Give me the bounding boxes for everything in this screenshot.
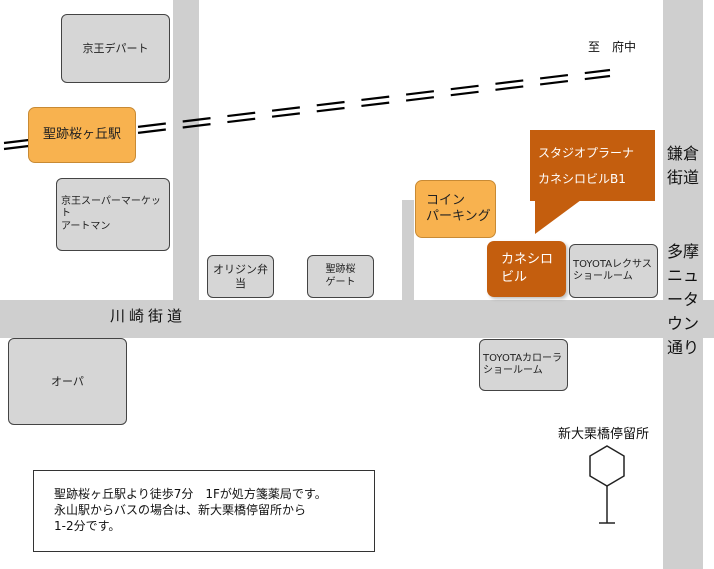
keio-supermarket: 京王スーパーマーケット アートマン bbox=[56, 178, 170, 251]
origin-label: オリジン弁当 bbox=[213, 262, 268, 290]
corolla-label-2: ショールーム bbox=[483, 365, 543, 376]
coin-parking: コイン パーキング bbox=[415, 180, 496, 238]
station-side-road bbox=[173, 0, 199, 300]
coin-parking-label-1: コイン bbox=[426, 192, 466, 208]
keio-dept-label: 京王デパート bbox=[82, 41, 149, 55]
corolla-label-1: TOYOTAカローラ bbox=[483, 352, 563, 364]
kaneshiro-building: カネシロ ビル bbox=[487, 241, 566, 297]
keio-super-label-1: 京王スーパーマーケット bbox=[61, 195, 161, 220]
kawasaki-road bbox=[0, 300, 714, 338]
station-label: 聖跡桜ヶ丘駅 bbox=[42, 126, 121, 142]
lexus-label-1: TOYOTAレクサス bbox=[573, 258, 652, 270]
origin-bento: オリジン弁当 bbox=[207, 255, 274, 298]
keio-dept-store: 京王デパート bbox=[61, 14, 170, 83]
tama-newtown-road-label: 多摩ニュータウン通り bbox=[666, 242, 699, 357]
kamakura-road-label: 鎌倉街道 bbox=[666, 144, 699, 187]
access-note: 聖跡桜ヶ丘駅より徒歩7分 1Fが処方箋薬局です。 永山駅からバスの場合は、新大栗… bbox=[33, 470, 375, 552]
opa-building: オーパ bbox=[8, 338, 127, 425]
callout-pointer bbox=[535, 200, 581, 234]
kaneshiro-label-2: ビル bbox=[501, 269, 528, 285]
kamakura-road bbox=[663, 0, 703, 569]
lexus-label-2: ショールーム bbox=[573, 271, 633, 282]
seiseki-station: 聖跡桜ヶ丘駅 bbox=[28, 107, 136, 163]
seiseki-gate: 聖跡桜 ゲート bbox=[307, 255, 374, 298]
toyota-lexus-showroom: TOYOTAレクサス ショールーム bbox=[569, 244, 658, 298]
callout-line-1: スタジオプラーナ bbox=[538, 146, 635, 160]
keio-super-label-2: アートマン bbox=[61, 220, 111, 232]
kaneshiro-label-1: カネシロ bbox=[501, 252, 554, 267]
callout-line-2: カネシロビルB1 bbox=[538, 172, 626, 187]
opa-label: オーパ bbox=[51, 374, 84, 388]
seiseki-gate-label-2: ゲート bbox=[325, 276, 356, 288]
toyota-corolla-showroom: TOYOTAカローラ ショールーム bbox=[479, 339, 568, 391]
studio-prana-callout: スタジオプラーナ カネシロビルB1 bbox=[530, 130, 655, 201]
bus-stop-label: 新大栗橋停留所 bbox=[558, 427, 650, 442]
direction-label: 至 府中 bbox=[588, 40, 637, 54]
bus-stop-icon bbox=[589, 445, 625, 524]
kawasaki-road-label: 川崎街道 bbox=[110, 307, 187, 325]
note-line-3: 1-2分です。 bbox=[54, 519, 121, 533]
coin-parking-label-2: パーキング bbox=[426, 209, 491, 224]
seiseki-gate-label-1: 聖跡桜 bbox=[325, 264, 356, 275]
note-line-1: 聖跡桜ヶ丘駅より徒歩7分 1Fが処方箋薬局です。 bbox=[54, 487, 327, 501]
note-line-2: 永山駅からバスの場合は、新大栗橋停留所から bbox=[54, 503, 307, 517]
small-side-road bbox=[402, 200, 414, 300]
